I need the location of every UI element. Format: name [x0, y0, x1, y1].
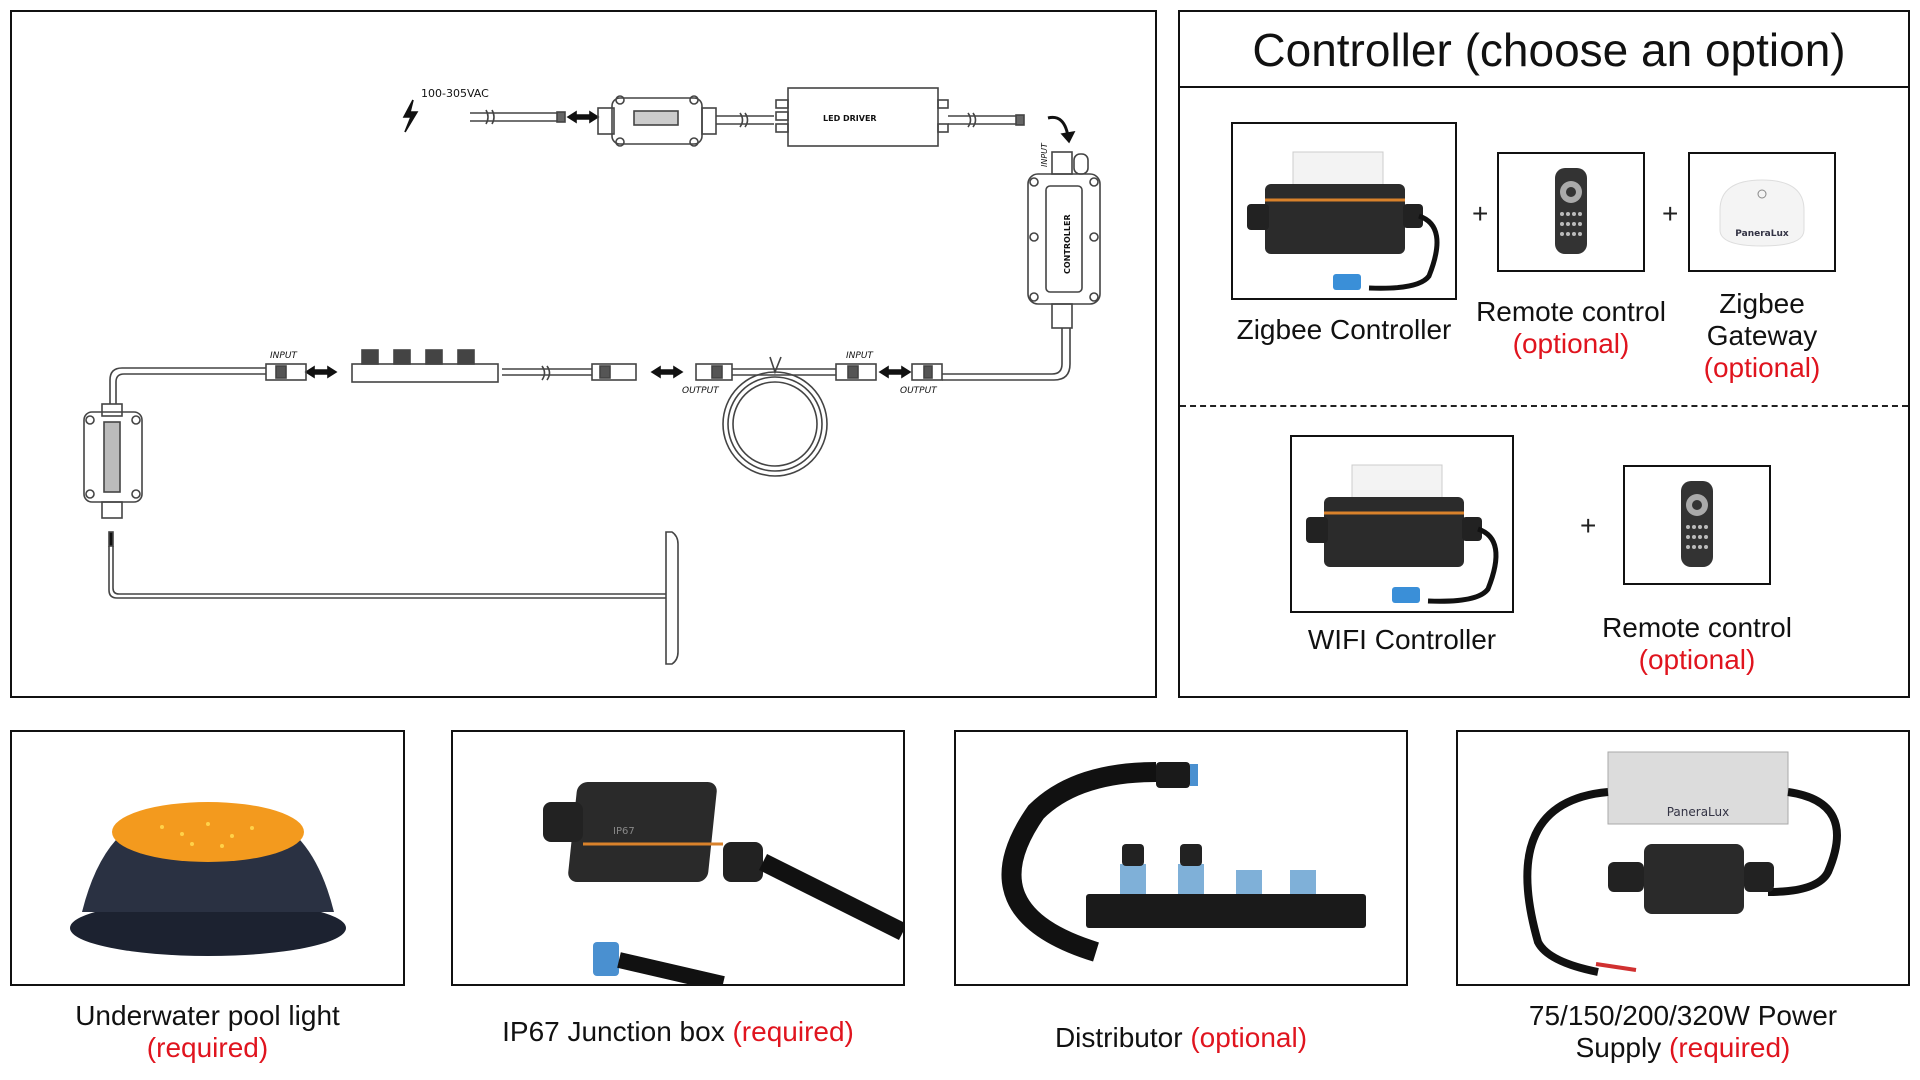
power-supply-label: 75/150/200/320W Power Supply (required) [1456, 1000, 1910, 1064]
junction-box-name: IP67 Junction box [502, 1016, 725, 1047]
required-note: (required) [146, 1032, 269, 1063]
remote-control-name: Remote control [1602, 612, 1792, 643]
zigbee-gateway-image: PaneraLux [1688, 152, 1836, 272]
connector-output-1 [695, 363, 733, 381]
remote-control-label: Remote control (optional) [1590, 612, 1804, 676]
power-supply-name-line2: Supply [1575, 1032, 1662, 1063]
wifi-controller-image [1290, 435, 1514, 613]
panel-title: Controller (choose an option) [1180, 12, 1908, 88]
lightning-icon [402, 99, 419, 133]
wiring-diagram-svg: 100-305VAC LED DRIVER CONTROLLER INPUT I… [83, 87, 1101, 665]
coil-output-label: OUTPUT [682, 386, 720, 396]
distributor-image [954, 730, 1408, 986]
distributor-input-label: INPUT [270, 351, 298, 361]
double-arrow-icon [878, 365, 912, 379]
gateway-brand-text: PaneraLux [1735, 229, 1789, 239]
required-note: (required) [1669, 1032, 1791, 1063]
remote-control-name: Remote control [1476, 296, 1666, 327]
controller-box [1027, 151, 1101, 329]
plus-sign: + [1472, 198, 1489, 229]
optional-note: (optional) [1512, 328, 1630, 359]
junction-box-top [597, 95, 717, 147]
remote-control-image [1623, 465, 1771, 585]
power-supply-brand-text: PaneraLux [1667, 805, 1730, 819]
connector-distributor-end [591, 363, 637, 381]
plus-sign: + [1580, 510, 1597, 541]
wifi-controller-label: WIFI Controller [1280, 624, 1524, 656]
optional-note: (optional) [1703, 352, 1821, 383]
zigbee-controller-name: Zigbee Controller [1236, 314, 1452, 345]
power-supply-image: PaneraLux [1456, 730, 1910, 986]
connector-input-2 [835, 363, 877, 381]
required-note: (required) [732, 1016, 854, 1047]
zigbee-gateway-label: Zigbee Gateway (optional) [1672, 288, 1852, 384]
input-voltage-label: 100-305VAC [421, 87, 489, 100]
junction-box-text: IP67 [613, 826, 635, 837]
zigbee-gateway-name-line1: Zigbee [1719, 288, 1805, 319]
power-supply-name-line1: 75/150/200/320W Power [1528, 1000, 1838, 1031]
remote-control-image [1497, 152, 1645, 272]
pool-light-name: Underwater pool light [75, 1000, 340, 1031]
cable-coil [722, 356, 828, 477]
junction-box-image: IP67 [451, 730, 905, 986]
double-arrow-icon [650, 365, 684, 379]
optional-note: (optional) [1190, 1022, 1308, 1053]
pool-light-side [665, 531, 679, 665]
connector-input-1 [265, 363, 307, 381]
distributor-label: Distributor (optional) [954, 1022, 1408, 1054]
junction-box-label: IP67 Junction box (required) [451, 1016, 905, 1048]
junction-box-bottom [83, 403, 143, 519]
double-arrow-icon [304, 365, 338, 379]
zigbee-controller-image [1231, 122, 1457, 300]
pool-light-label: Underwater pool light (required) [10, 1000, 405, 1064]
controller-output-label: OUTPUT [900, 386, 938, 396]
option-separator [1180, 405, 1908, 407]
double-arrow-icon [566, 110, 600, 124]
wifi-controller-name: WIFI Controller [1307, 624, 1497, 655]
pool-light-image [10, 730, 405, 986]
led-driver [775, 87, 949, 147]
coil-input-label: INPUT [846, 351, 874, 361]
distributor [351, 349, 499, 383]
zigbee-gateway-name-line2: Gateway [1706, 320, 1818, 351]
zigbee-controller-label: Zigbee Controller [1221, 314, 1467, 346]
led-driver-label: LED DRIVER [823, 114, 877, 123]
controller-label: CONTROLLER [1063, 214, 1072, 274]
remote-control-label: Remote control (optional) [1470, 296, 1672, 360]
controller-input-label: INPUT [1040, 142, 1049, 167]
plus-sign: + [1662, 198, 1679, 229]
controller-options-panel: Controller (choose an option) + + Panera… [1178, 10, 1910, 698]
distributor-name: Distributor [1054, 1022, 1183, 1053]
connector-output-2 [911, 363, 943, 381]
wiring-diagram: 100-305VAC LED DRIVER CONTROLLER INPUT I… [10, 10, 1157, 698]
optional-note: (optional) [1638, 644, 1756, 675]
ac-input-cable [470, 109, 566, 125]
